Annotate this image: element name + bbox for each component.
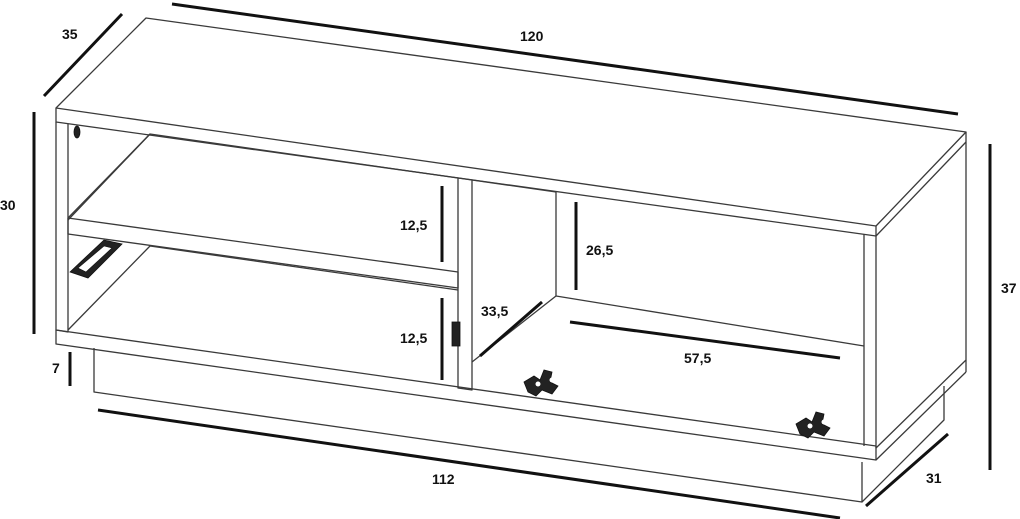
label-height-total: 37 (1001, 280, 1017, 296)
hinge-icon (523, 369, 559, 397)
label-depth-top: 35 (62, 26, 78, 42)
side-hinge-icon (451, 321, 461, 347)
label-plinth-height: 7 (52, 360, 60, 376)
plinth (93, 348, 863, 503)
label-inner-depth: 33,5 (481, 303, 508, 319)
left-compartment-back (67, 133, 459, 221)
label-shelf-upper: 12,5 (400, 217, 427, 233)
top-front-edge (55, 108, 877, 237)
right-compartment-back (555, 192, 865, 347)
dim-line-base-depth (865, 432, 949, 508)
dim-line-base-width (97, 408, 841, 519)
label-width-top: 120 (520, 28, 544, 44)
label-base-depth: 31 (926, 470, 942, 486)
hinge-icon (795, 411, 831, 439)
top-face (55, 17, 967, 227)
mounting-hole-icon (73, 125, 81, 139)
shelf-bracket-icon (69, 239, 123, 279)
label-base-width: 112 (432, 471, 455, 487)
dimension-lines (32, 2, 992, 519)
dim-line-inner-width (569, 320, 841, 360)
dim-line-inner-depth (479, 300, 543, 358)
label-inner-width: 57,5 (684, 350, 711, 366)
cabinet-body (55, 17, 967, 503)
left-side-panel (55, 122, 69, 333)
center-divider (457, 177, 473, 391)
top-right-edge (875, 141, 967, 237)
dim-line-depth-top (42, 12, 124, 98)
bottom-front-panel (55, 329, 877, 461)
dim-line-width-top (171, 2, 959, 116)
label-shelf-lower: 12,5 (400, 330, 427, 346)
dimension-labels: 35 120 30 7 37 12,5 12,5 33,5 26,5 57,5 … (0, 26, 1017, 487)
right-side-panel (875, 142, 967, 449)
label-inner-height: 26,5 (586, 242, 613, 258)
label-height-body: 30 (0, 197, 16, 213)
